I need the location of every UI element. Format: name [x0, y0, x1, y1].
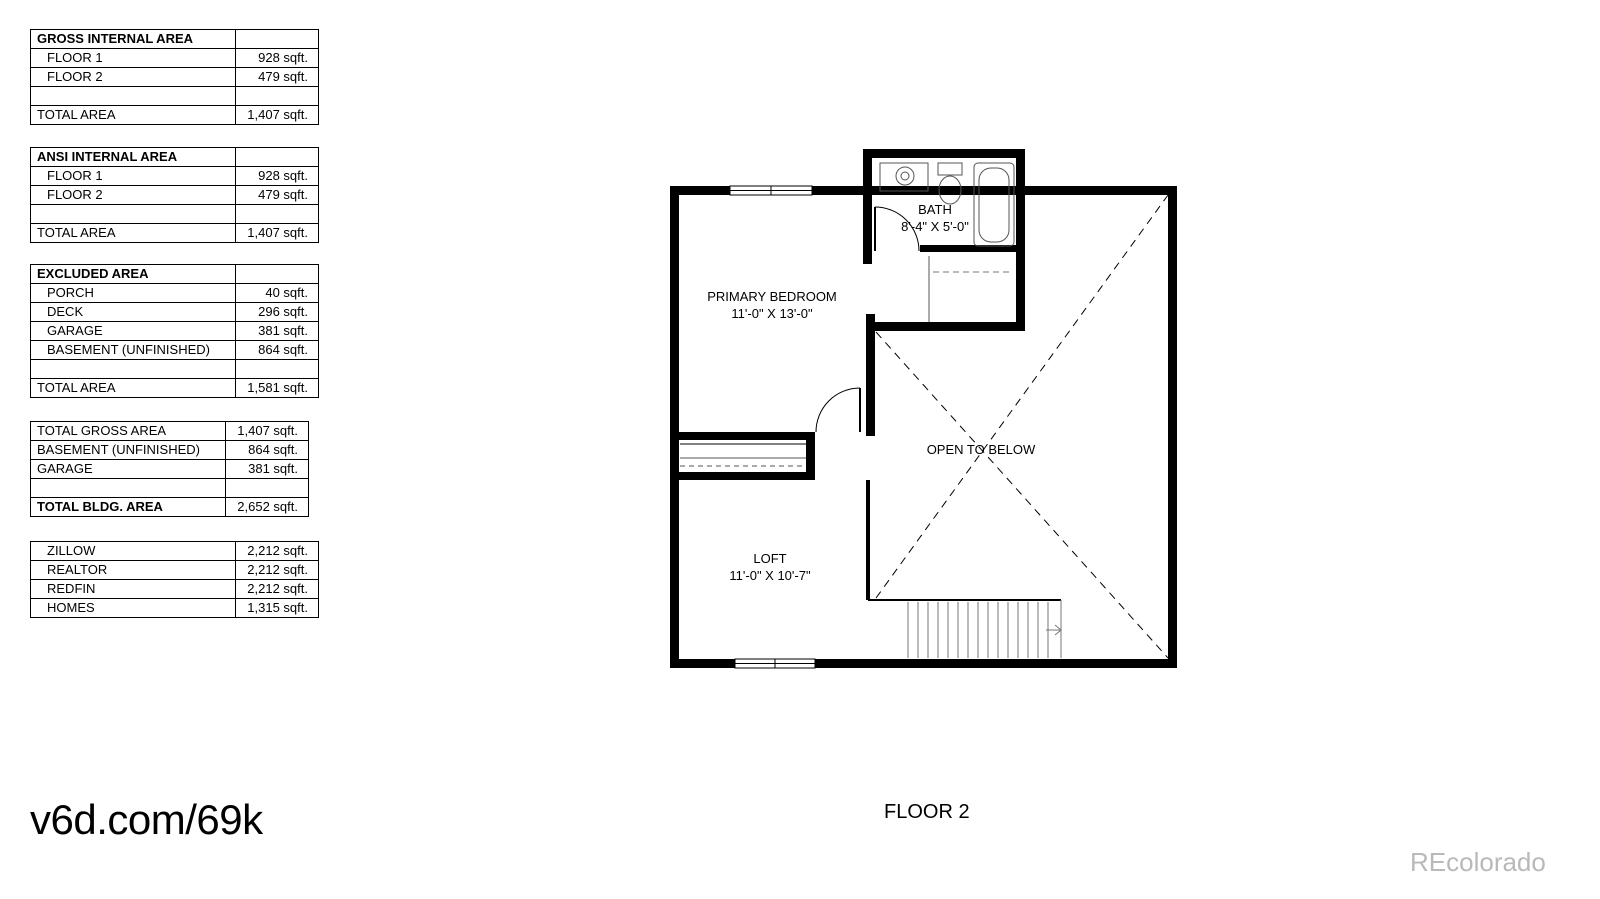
area-label: TOTAL AREA	[30, 105, 236, 125]
area-value: 864 sqft.	[235, 340, 319, 360]
area-value: 1,581 sqft.	[235, 378, 319, 398]
windows	[729, 185, 816, 669]
area-value: 381 sqft.	[225, 459, 309, 479]
open-to-below-cross	[875, 194, 1169, 659]
loft-dims: 11'-0" X 10'-7"	[729, 568, 811, 583]
area-value: 1,407 sqft.	[235, 105, 319, 125]
table-row: BASEMENT (UNFINISHED)864 sqft.	[30, 340, 319, 360]
watermark: REcolorado	[1410, 847, 1546, 877]
area-value: 479 sqft.	[235, 67, 319, 87]
bath-dims: 8'-4" X 5'-0"	[901, 219, 969, 234]
area-value: 296 sqft.	[235, 302, 319, 322]
area-value: 1,315 sqft.	[235, 598, 319, 618]
table-row: ANSI INTERNAL AREA	[30, 147, 319, 167]
area-label: ANSI INTERNAL AREA	[30, 147, 236, 167]
primary-bedroom-dims: 11'-0" X 13'-0"	[731, 306, 813, 321]
area-label: FLOOR 1	[30, 166, 236, 186]
table-row	[30, 204, 319, 224]
area-value: 928 sqft.	[235, 166, 319, 186]
interior-walls	[675, 245, 1061, 601]
room-labels: BATH 8'-4" X 5'-0" PRIMARY BEDROOM 11'-0…	[707, 202, 1036, 583]
doors	[680, 206, 1010, 467]
area-value: 2,212 sqft.	[235, 560, 319, 580]
area-label: TOTAL AREA	[30, 378, 236, 398]
area-label: HOMES	[30, 598, 236, 618]
short-url: v6d.com/69k	[30, 796, 263, 843]
bath-name: BATH	[918, 202, 952, 217]
bath-fixtures	[879, 162, 1015, 247]
area-label: TOTAL BLDG. AREA	[30, 497, 226, 517]
area-value: 1,407 sqft.	[225, 421, 309, 441]
open-to-below-label: OPEN TO BELOW	[927, 442, 1036, 457]
area-value: 40 sqft.	[235, 283, 319, 303]
area-value: 1,407 sqft.	[235, 223, 319, 243]
stairs	[907, 600, 1062, 658]
loft-name: LOFT	[753, 551, 786, 566]
primary-bedroom-name: PRIMARY BEDROOM	[707, 289, 837, 304]
area-label: GARAGE	[30, 321, 236, 341]
area-value: 2,652 sqft.	[225, 497, 309, 517]
area-label: TOTAL GROSS AREA	[30, 421, 226, 441]
floor-label: FLOOR 2	[884, 801, 970, 823]
